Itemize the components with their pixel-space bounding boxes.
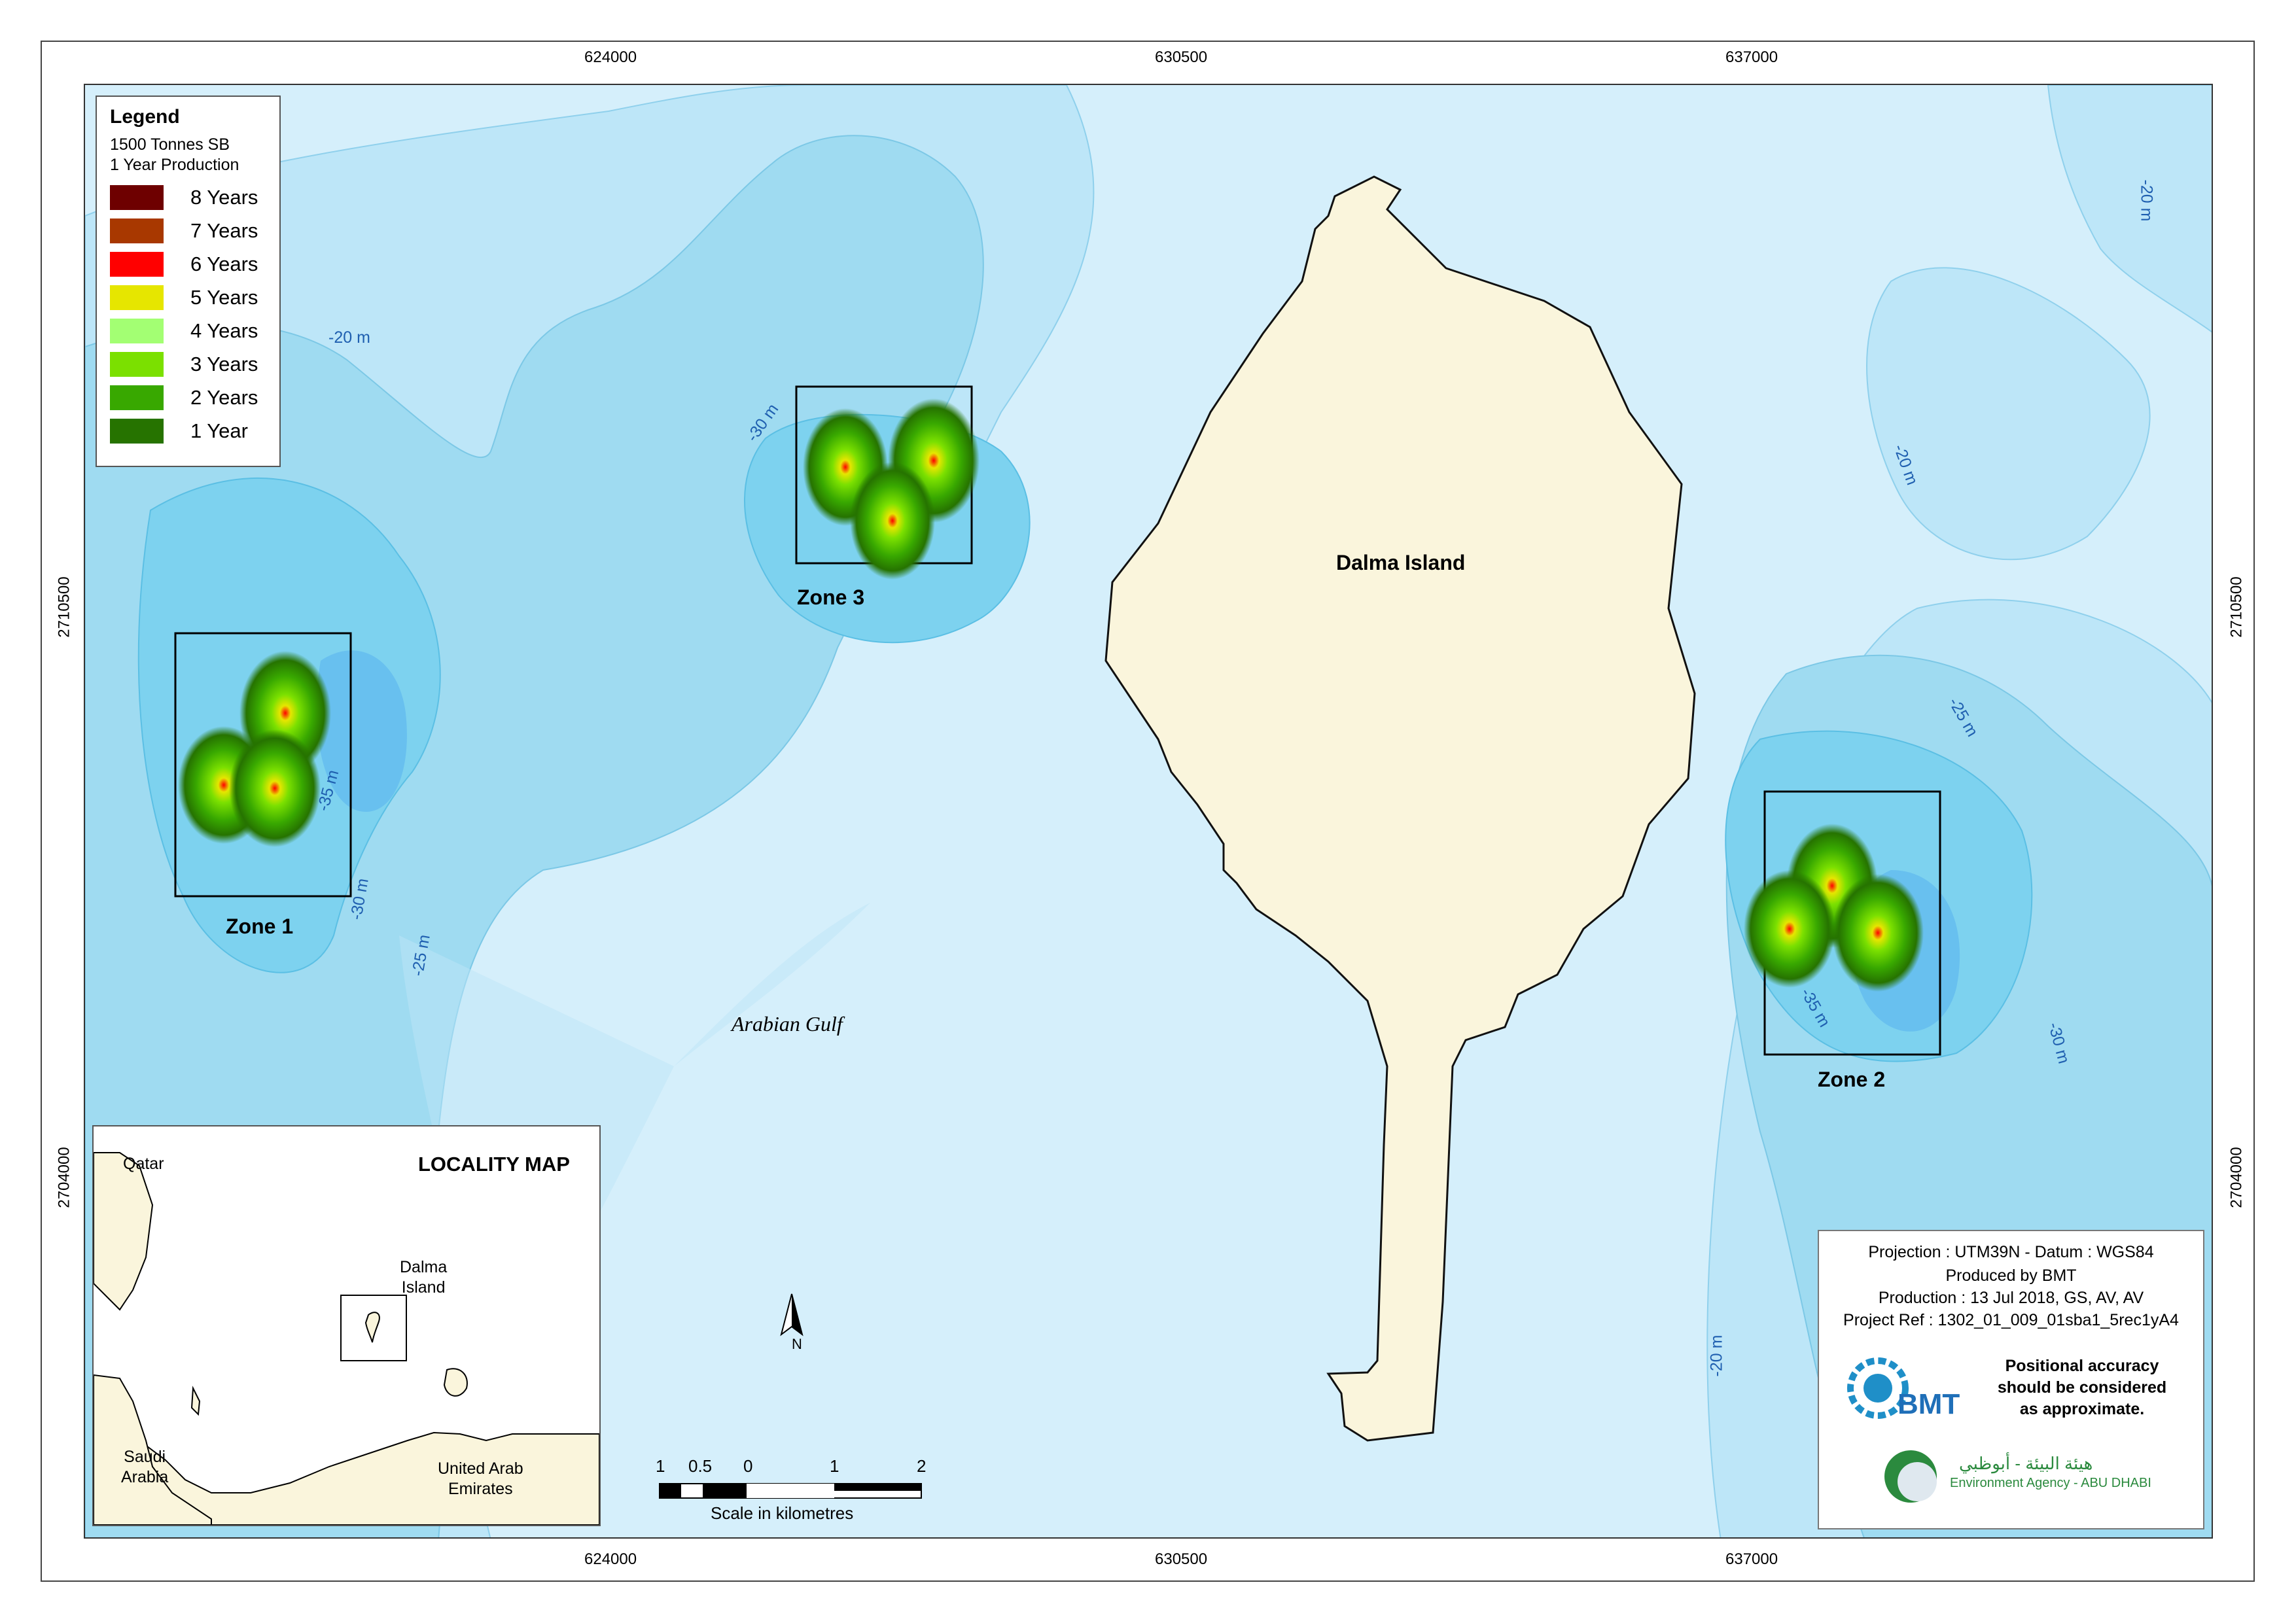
legend-swatch bbox=[110, 318, 164, 343]
legend: Legend 1500 Tonnes SB 1 Year Production … bbox=[96, 96, 281, 467]
legend-item: 3 Years bbox=[110, 347, 266, 381]
y-tick-left-1: 2710500 bbox=[55, 576, 73, 638]
zone-2-label: Zone 2 bbox=[1818, 1068, 1886, 1091]
legend-item-label: 5 Years bbox=[190, 285, 258, 309]
production-text: Production : 13 Jul 2018, GS, AV, AV bbox=[1878, 1289, 2144, 1307]
legend-item-label: 3 Years bbox=[190, 352, 258, 375]
legend-item-label: 4 Years bbox=[190, 319, 258, 342]
scale-bar: 1 0.5 0 1 2 Scale in kilometres bbox=[656, 1456, 926, 1523]
zone-3-label: Zone 3 bbox=[797, 585, 865, 609]
legend-item: 2 Years bbox=[110, 381, 266, 414]
legend-swatch bbox=[110, 184, 164, 210]
agency-arabic-text: هيئة البيئة - أبوظبي bbox=[1959, 1454, 2093, 1473]
legend-item: 6 Years bbox=[110, 247, 266, 281]
y-tick-right-1: 2710500 bbox=[2227, 576, 2246, 638]
legend-subtitle-2: 1 Year Production bbox=[110, 156, 239, 174]
legend-item: 5 Years bbox=[110, 281, 266, 314]
legend-swatch bbox=[110, 218, 164, 243]
y-tick-right-2: 2704000 bbox=[2227, 1147, 2246, 1208]
locality-map-drawing bbox=[94, 1152, 599, 1525]
scale-tick-label: 2 bbox=[917, 1456, 927, 1476]
agency-english-text: Environment Agency - ABU DHABI bbox=[1950, 1476, 2151, 1490]
locality-map-title: LOCALITY MAP bbox=[418, 1153, 570, 1176]
legend-item: 8 Years bbox=[110, 181, 266, 214]
legend-swatch bbox=[110, 418, 164, 444]
legend-item-label: 6 Years bbox=[190, 252, 258, 275]
legend-swatch bbox=[110, 285, 164, 310]
x-tick-bottom-2: 630500 bbox=[1155, 1550, 1208, 1568]
legend-item-label: 2 Years bbox=[190, 385, 258, 409]
inset-label-qatar: Qatar bbox=[123, 1155, 164, 1173]
zone-1-label: Zone 1 bbox=[226, 915, 294, 938]
scale-tick-label: 1 bbox=[830, 1456, 839, 1476]
legend-item-label: 8 Years bbox=[190, 185, 258, 209]
x-tick-top-1: 624000 bbox=[584, 48, 637, 66]
legend-item: 7 Years bbox=[110, 214, 266, 247]
bmt-logo-icon bbox=[1847, 1357, 1909, 1419]
sea-label: Arabian Gulf bbox=[732, 1012, 843, 1036]
contour-label: -20 m bbox=[328, 328, 370, 347]
island-label: Dalma Island bbox=[1336, 551, 1466, 574]
legend-title: Legend bbox=[110, 106, 180, 128]
locality-focus-box bbox=[340, 1295, 407, 1361]
scale-tick-label: 0 bbox=[743, 1456, 753, 1476]
environment-agency-logo-icon bbox=[1884, 1450, 1937, 1503]
legend-item-label: 1 Year bbox=[190, 419, 248, 442]
legend-item-label: 7 Years bbox=[190, 218, 258, 242]
y-tick-left-2: 2704000 bbox=[55, 1147, 73, 1208]
produced-text: Produced by BMT bbox=[1945, 1266, 2077, 1285]
bmt-logo-text: BMT bbox=[1898, 1388, 1960, 1420]
legend-swatch bbox=[110, 385, 164, 410]
legend-item: 1 Year bbox=[110, 414, 266, 447]
scale-tick-label: 1 bbox=[656, 1456, 665, 1476]
info-box: Projection : UTM39N - Datum : WGS84 Prod… bbox=[1818, 1230, 2204, 1529]
project-ref-text: Project Ref : 1302_01_009_01sba1_5rec1yA… bbox=[1843, 1311, 2179, 1329]
scale-tick-label: 0.5 bbox=[688, 1456, 713, 1476]
legend-swatch bbox=[110, 251, 164, 277]
projection-text: Projection : UTM39N - Datum : WGS84 bbox=[1868, 1243, 2154, 1261]
x-tick-bottom-1: 624000 bbox=[584, 1550, 637, 1568]
x-tick-top-3: 637000 bbox=[1725, 48, 1778, 66]
legend-subtitle-1: 1500 Tonnes SB bbox=[110, 135, 230, 154]
legend-swatch bbox=[110, 351, 164, 377]
legend-item: 4 Years bbox=[110, 314, 266, 347]
scale-title: Scale in kilometres bbox=[711, 1503, 854, 1523]
x-tick-top-2: 630500 bbox=[1155, 48, 1208, 66]
north-label: N bbox=[792, 1336, 802, 1352]
accuracy-note: Positional accuracy should be considered… bbox=[1997, 1357, 2167, 1418]
x-tick-bottom-3: 637000 bbox=[1725, 1550, 1778, 1568]
outer-frame bbox=[41, 41, 2255, 1582]
contour-label: -20 m bbox=[2137, 179, 2156, 222]
contour-label: -20 m bbox=[1707, 1335, 1726, 1377]
scale-bar-drawing bbox=[659, 1483, 922, 1499]
zone-1-box bbox=[174, 632, 352, 898]
